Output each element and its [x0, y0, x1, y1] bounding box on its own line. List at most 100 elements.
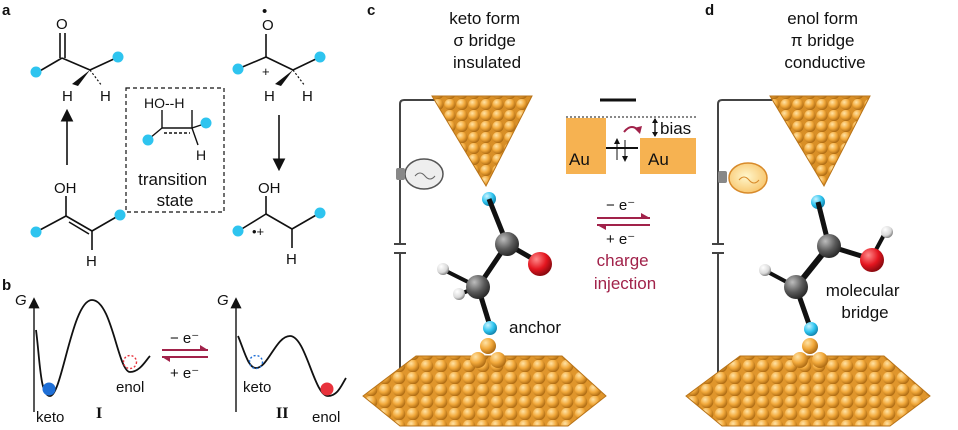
au-label-right: Au — [648, 150, 669, 169]
ts-structure — [142, 110, 212, 146]
panel-c-title: keto form σ bridge insulated — [449, 9, 525, 72]
panel-label-b: b — [2, 277, 11, 294]
atom-marker — [114, 209, 126, 221]
radical-dot: • — [262, 3, 267, 20]
charge-plus-e: + e⁻ — [606, 231, 635, 248]
atom-h: H — [100, 88, 111, 105]
radical-cation-mark: •+ — [252, 224, 264, 239]
arrow-label-plus-e: + e⁻ — [170, 365, 199, 382]
panel-label-c: c — [367, 2, 375, 19]
well-label-enol: enol — [116, 379, 144, 396]
panel-c-title-line-3: insulated — [453, 53, 521, 72]
keto-structure — [30, 33, 124, 87]
arrow-label-minus-e: − e⁻ — [170, 330, 199, 347]
plus-charge: + — [262, 64, 270, 79]
charge-minus-e: − e⁻ — [606, 197, 635, 214]
axis-label-g: G — [15, 292, 27, 309]
roman-numeral-i: I — [96, 405, 102, 422]
hydrogen-atom — [453, 288, 465, 300]
atom-marker — [112, 51, 124, 63]
hydrogen-atom — [759, 264, 771, 276]
atom-o: O — [262, 17, 274, 34]
atom-h: H — [264, 88, 275, 105]
molecular-bridge-line-1: molecular — [826, 281, 900, 300]
panel-c-title-line-2: σ bridge — [453, 31, 515, 50]
charge-injection-line-1: charge — [597, 251, 649, 270]
atom-h: H — [62, 88, 73, 105]
charge-injection-line-2: injection — [594, 274, 656, 293]
atom-oh: OH — [54, 180, 77, 197]
anchor-atom — [804, 322, 818, 336]
panel-c-title-line-1: keto form — [449, 9, 520, 28]
charge-injection-label: charge injection — [594, 251, 656, 293]
gold-substrate — [685, 338, 931, 427]
anchor-atom — [483, 321, 497, 335]
enol-marker-dashed — [122, 354, 138, 370]
au-block-right — [640, 138, 696, 174]
keto-molecule-model — [437, 198, 552, 335]
atom-marker — [200, 117, 212, 129]
circuit-wire — [394, 99, 440, 380]
hydrogen-atom — [881, 226, 893, 238]
carbon-atom — [466, 275, 490, 299]
transition-state-line-1: transition — [138, 170, 207, 189]
atom-marker — [314, 207, 326, 219]
bias-arrow-icon — [652, 118, 658, 123]
ts-fragment: HO--H — [144, 95, 184, 111]
panel-label-a: a — [2, 2, 11, 19]
enol-molecule-model — [759, 201, 893, 336]
atom-o: O — [56, 16, 68, 33]
gold-substrate — [362, 338, 607, 427]
light-bulb-off-icon — [396, 158, 444, 190]
transition-state-line-2: state — [157, 191, 194, 210]
equilibrium-arrows — [162, 345, 208, 362]
molecular-bridge-label: molecular bridge — [826, 281, 904, 322]
atom-marker — [30, 66, 42, 78]
atom-marker — [314, 51, 326, 63]
panel-d-title-line-3: conductive — [784, 53, 865, 72]
atom-marker — [142, 134, 154, 146]
well-label-keto: keto — [36, 409, 64, 426]
atom-h: H — [86, 253, 97, 270]
gold-tip-electrode — [769, 95, 871, 188]
energy-profile-right — [230, 297, 347, 412]
well-label-keto: keto — [243, 379, 271, 396]
au-label-left: Au — [569, 150, 590, 169]
au-block-left — [566, 118, 606, 174]
panel-d-title: enol form π bridge conductive — [784, 9, 865, 72]
axis-label-g: G — [217, 292, 229, 309]
circuit-wire — [712, 99, 772, 380]
energy-profile-left — [28, 297, 151, 412]
curved-arrow-icon — [634, 126, 642, 134]
atom-h: H — [302, 88, 313, 105]
keto-marker-filled — [42, 382, 56, 396]
molecular-bridge-line-2: bridge — [841, 303, 888, 322]
atom-marker — [232, 225, 244, 237]
atom-oh: OH — [258, 180, 281, 197]
light-bulb-on-icon — [718, 162, 768, 194]
oxygen-atom — [860, 248, 884, 272]
radical-cation-enol-structure — [232, 196, 326, 248]
charge-arrows — [597, 213, 650, 230]
atom-marker — [30, 226, 42, 238]
energy-level-diagram — [566, 98, 696, 174]
enol-marker-filled — [320, 382, 334, 396]
enol-structure — [30, 196, 126, 250]
carbon-atom — [495, 232, 519, 256]
panel-d-title-line-2: π bridge — [791, 31, 855, 50]
atom-h: H — [286, 251, 297, 268]
panel-d-title-line-1: enol form — [787, 9, 858, 28]
oxygen-atom — [528, 252, 552, 276]
atom-marker — [232, 63, 244, 75]
carbon-atom — [817, 234, 841, 258]
transition-state-label: transition state — [138, 170, 212, 210]
transition-state-box — [125, 87, 225, 213]
well-label-enol: enol — [312, 409, 340, 426]
gold-tip-electrode — [431, 95, 533, 188]
carbon-atom — [784, 275, 808, 299]
radical-cation-keto-structure — [232, 34, 326, 87]
hydrogen-atom — [437, 263, 449, 275]
panel-label-d: d — [705, 2, 714, 19]
keto-marker-dashed — [248, 354, 264, 370]
